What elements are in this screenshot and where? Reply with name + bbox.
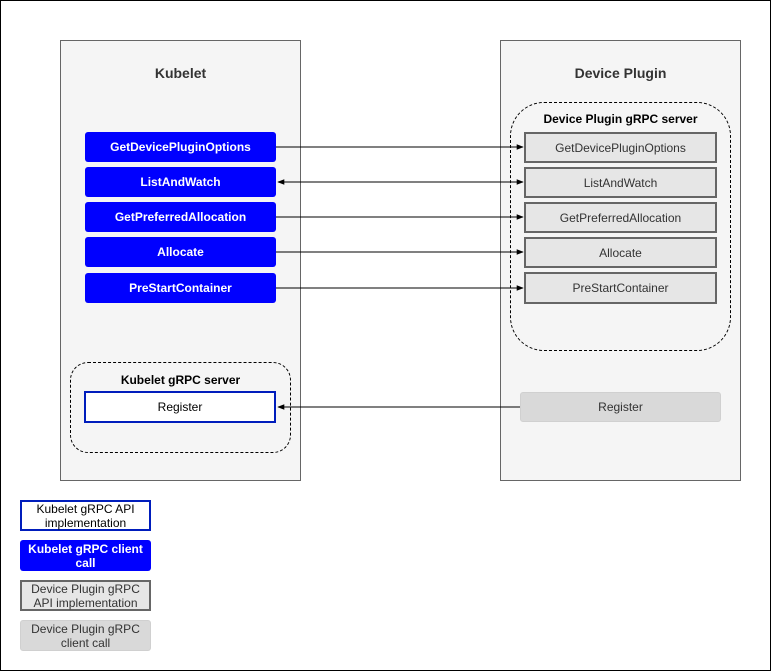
- plugin-api-list-and-watch[interactable]: ListAndWatch: [524, 167, 717, 198]
- plugin-api-get-device-plugin-options[interactable]: GetDevicePluginOptions: [524, 132, 717, 163]
- device-plugin-title: Device Plugin: [574, 65, 667, 81]
- device-plugin-grpc-server-title: Device Plugin gRPC server: [543, 112, 698, 126]
- kubelet-title: Kubelet: [154, 65, 207, 81]
- legend-kubelet-api-implementation: Kubelet gRPC API implementation: [20, 500, 151, 531]
- plugin-api-allocate[interactable]: Allocate: [524, 237, 717, 268]
- kubelet-client-get-preferred-allocation[interactable]: GetPreferredAllocation: [85, 202, 276, 232]
- legend-device-plugin-client-call: Device Plugin gRPC client call: [20, 620, 151, 651]
- kubelet-client-allocate[interactable]: Allocate: [85, 237, 276, 267]
- plugin-api-pre-start-container[interactable]: PreStartContainer: [524, 272, 717, 304]
- plugin-client-register[interactable]: Register: [520, 392, 721, 422]
- legend-kubelet-client-call: Kubelet gRPC client call: [20, 540, 151, 571]
- device-plugin-grpc-server-group: Device Plugin gRPC server: [510, 102, 731, 351]
- kubelet-client-get-device-plugin-options[interactable]: GetDevicePluginOptions: [85, 132, 276, 162]
- kubelet-client-pre-start-container[interactable]: PreStartContainer: [85, 273, 276, 303]
- legend-device-plugin-api-implementation: Device Plugin gRPC API implementation: [20, 580, 151, 611]
- kubelet-grpc-server-title: Kubelet gRPC server: [120, 373, 241, 387]
- kubelet-client-list-and-watch[interactable]: ListAndWatch: [85, 167, 276, 197]
- kubelet-register-api[interactable]: Register: [84, 391, 276, 423]
- plugin-api-get-preferred-allocation[interactable]: GetPreferredAllocation: [524, 202, 717, 233]
